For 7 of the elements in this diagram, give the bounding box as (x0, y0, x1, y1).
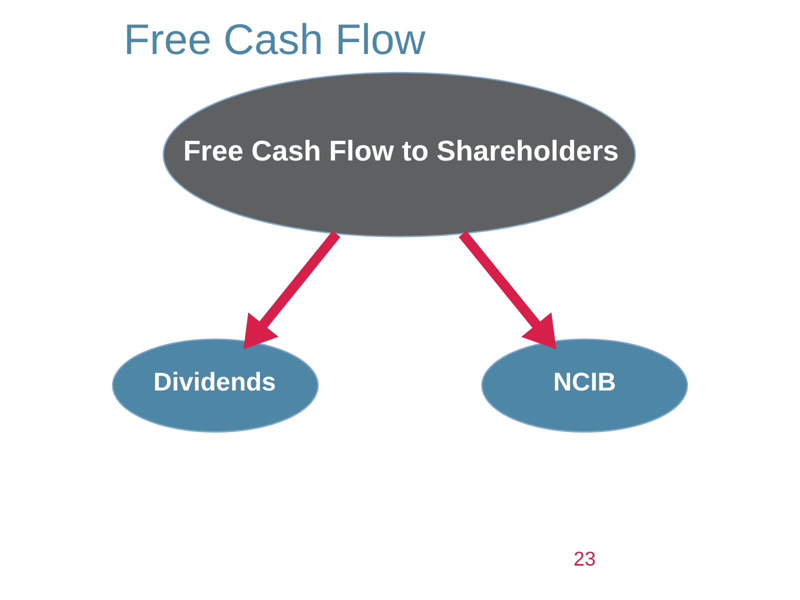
arrow (244, 230, 340, 350)
label: 23 (574, 548, 596, 570)
arrow (458, 230, 556, 350)
node-ellipse: NCIB (481, 338, 688, 433)
diagram-title: Free Cash Flow (124, 16, 426, 64)
node-ellipse: Free Cash Flow to Shareholders (162, 72, 636, 238)
node-ellipse: Dividends (112, 338, 319, 433)
